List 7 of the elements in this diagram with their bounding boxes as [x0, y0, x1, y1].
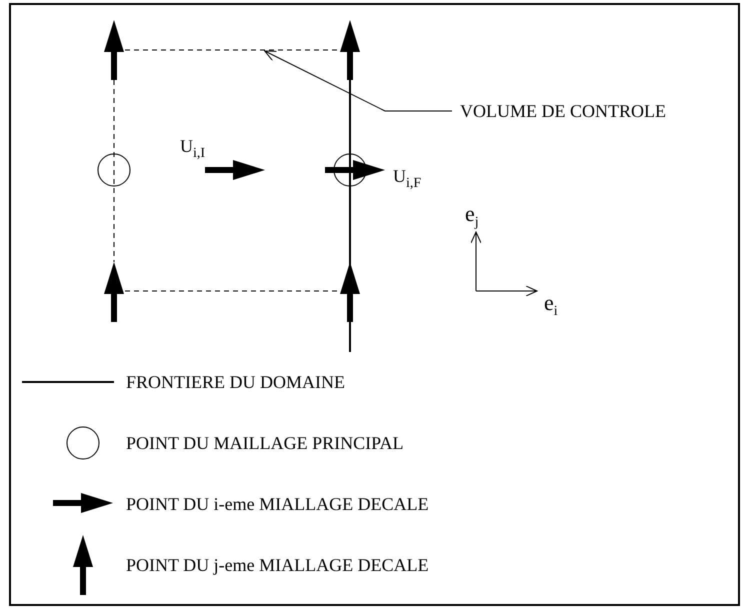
legend-text: FRONTIERE DU DOMAINE: [126, 373, 345, 391]
legend-text: POINT DU i-eme MIALLAGE DECALE: [126, 495, 429, 513]
legend-text: POINT DU MAILLAGE PRINCIPAL: [126, 434, 404, 452]
legend-text: POINT DU j-eme MIALLAGE DECALE: [126, 556, 429, 574]
callout-text: VOLUME DE CONTROLE: [460, 102, 666, 120]
variable-label: e$_{i}$: [544, 292, 558, 314]
leader-line: [264, 50, 452, 112]
